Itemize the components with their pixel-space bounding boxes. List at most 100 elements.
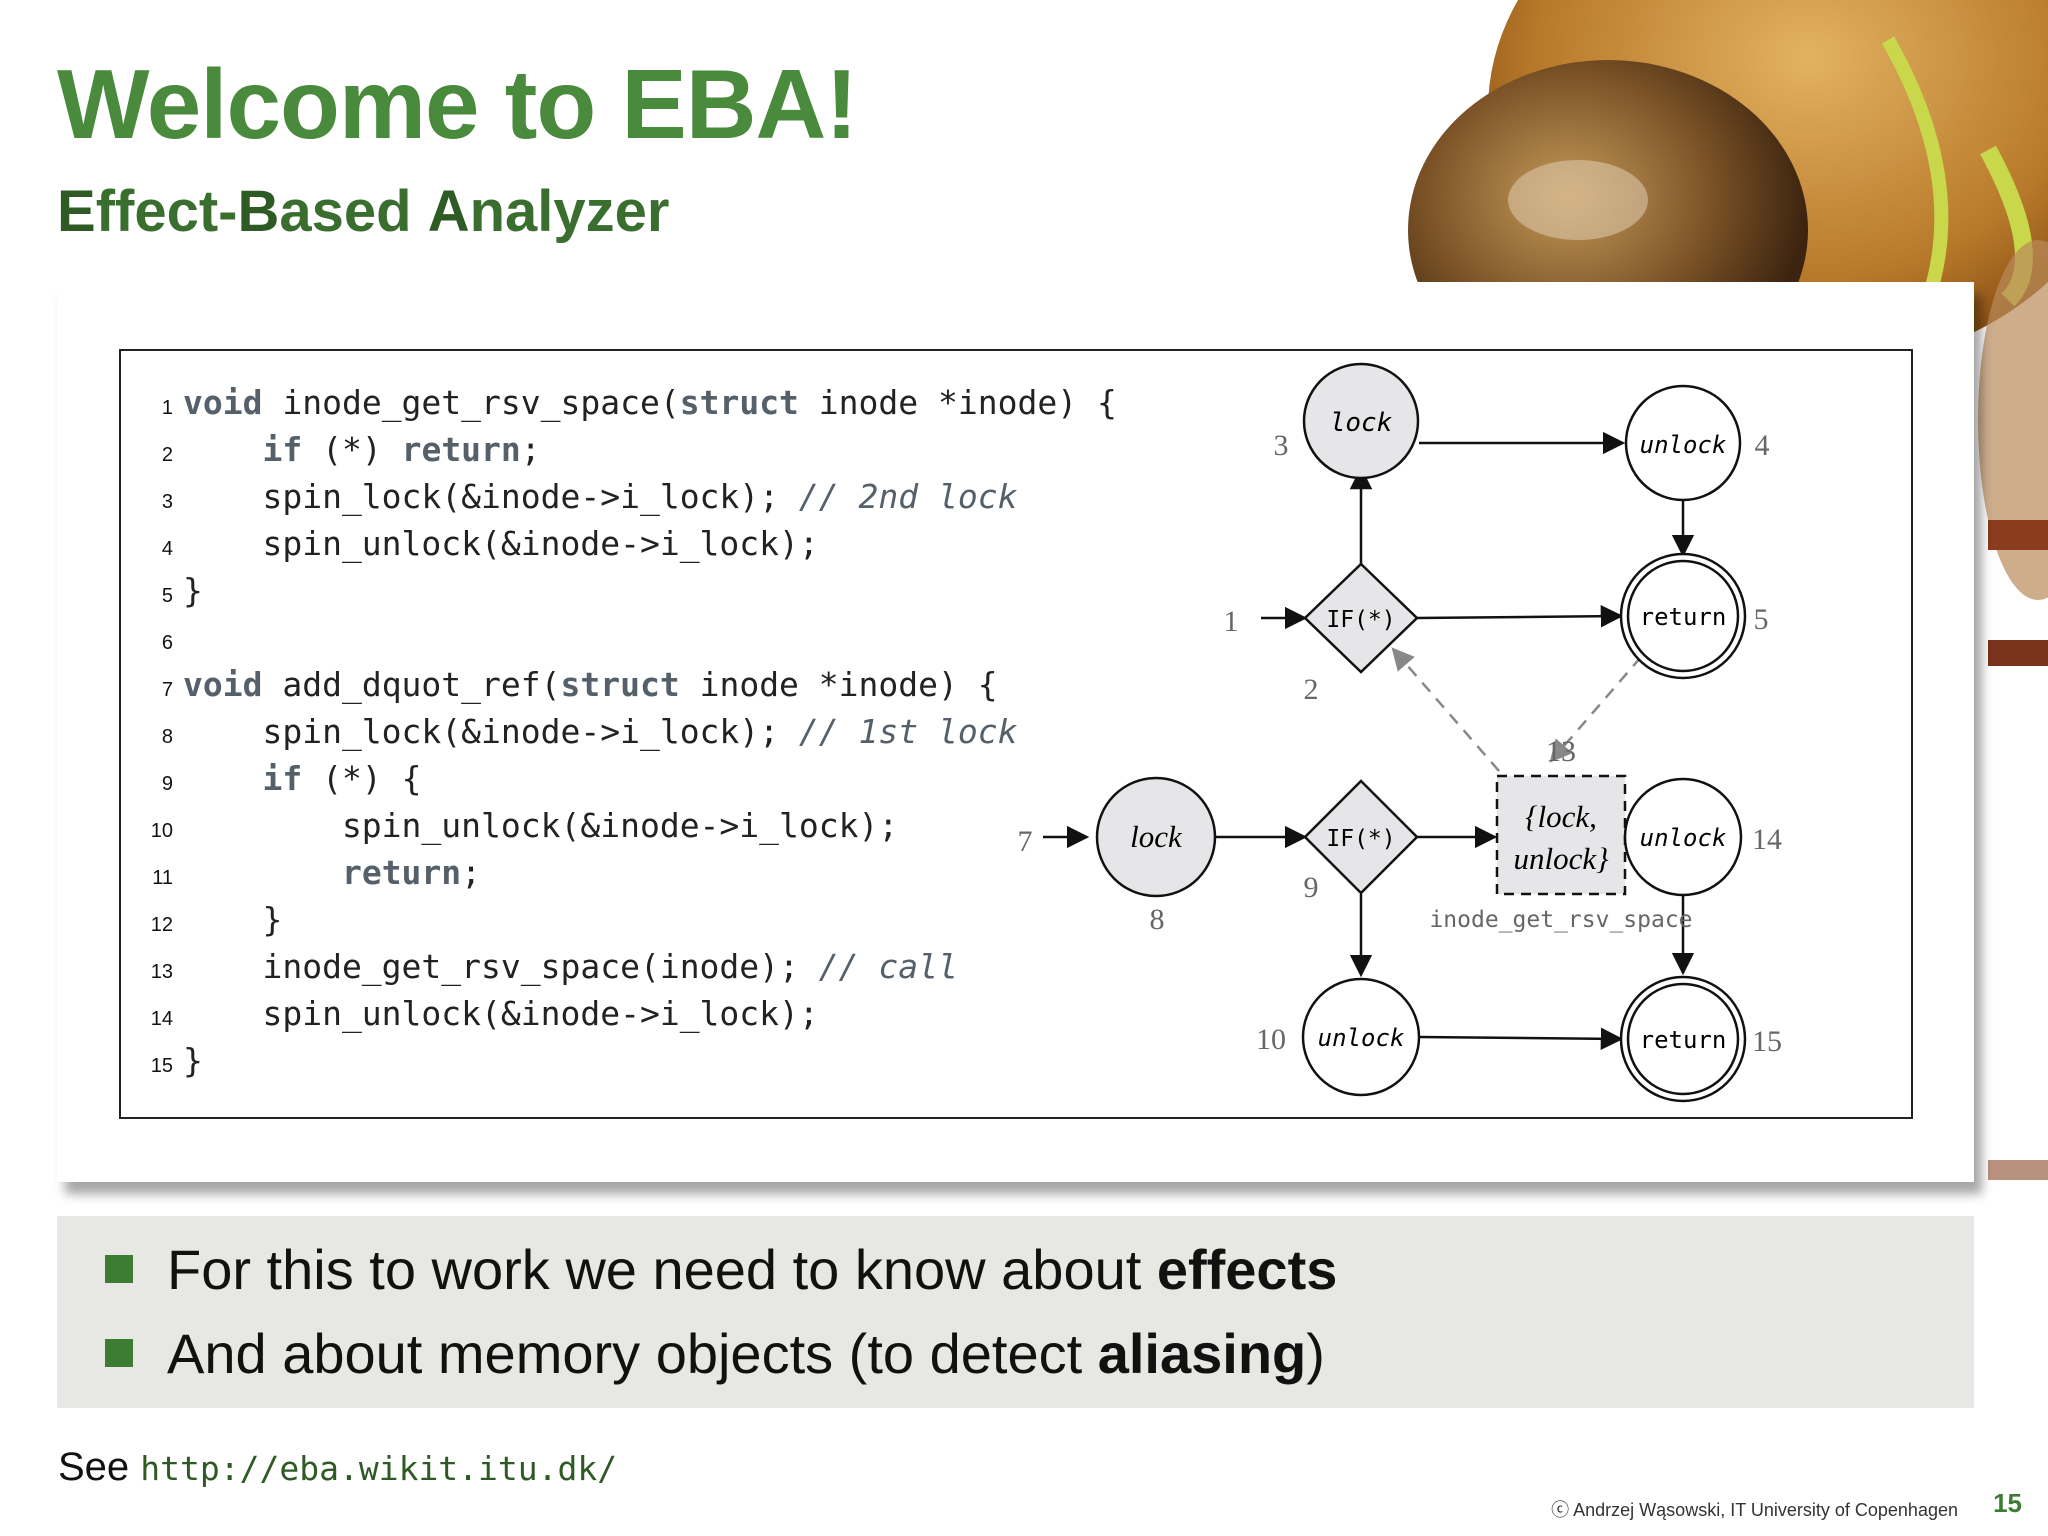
node-3-number: 3 <box>1274 429 1289 462</box>
node-9-label: IF(*) <box>1326 826 1395 852</box>
line-number: 3 <box>161 491 173 513</box>
node-15-inner-ring <box>1626 982 1740 1096</box>
code-keyword: struct <box>560 665 680 704</box>
code-text: inode_get_rsv_space(inode); <box>183 947 819 986</box>
code-text: spin_lock(&inode->i_lock); <box>183 477 799 516</box>
code-text: ; <box>520 430 541 469</box>
edge-2-5 <box>1416 604 1624 628</box>
subtitle-letter-e: E <box>57 179 96 244</box>
node-15-number: 15 <box>1752 1025 1782 1058</box>
bullet-1-text: For this to work we need to know about <box>167 1237 1157 1301</box>
subtitle-letter-b: B <box>237 179 280 244</box>
line-number: 10 <box>150 820 173 842</box>
node-5-return <box>1619 552 1747 680</box>
code-text: inode *inode) { <box>679 665 998 704</box>
node-8-lock <box>1095 776 1217 898</box>
see-reference: See http://eba.wikit.itu.dk/ <box>58 1445 617 1490</box>
code-line: 2 if (*) return; <box>149 426 1117 473</box>
node-8-label: lock <box>1130 819 1183 854</box>
node-3-lock <box>1302 362 1420 480</box>
code-keyword: if <box>262 430 303 469</box>
bullet-text-1: For this to work we need to know about e… <box>167 1237 1337 1302</box>
bullet-text-2: And about memory objects (to detect alia… <box>167 1321 1325 1386</box>
code-keyword: return <box>401 430 521 469</box>
node-3-label: lock <box>1330 408 1393 438</box>
square-bullet-icon <box>105 1255 133 1283</box>
code-line: 9 if (*) { <box>149 755 1117 802</box>
node-14-unlock <box>1623 777 1743 897</box>
line-number: 12 <box>150 914 173 936</box>
node-15-return <box>1619 975 1747 1103</box>
line-number: 8 <box>161 726 173 748</box>
page-number: 15 <box>1993 1488 2022 1518</box>
code-text: spin_unlock(&inode->i_lock); <box>183 806 899 845</box>
node-13-label-line1: {lock, <box>1525 799 1597 834</box>
code-keyword: void <box>183 383 263 422</box>
edge-10-15 <box>1418 1027 1624 1051</box>
line-number: 2 <box>161 444 173 466</box>
node-14-number: 14 <box>1752 823 1782 856</box>
code-line: 4 spin_unlock(&inode->i_lock); <box>149 520 1117 567</box>
node-13-caption: inode_get_rsv_space <box>1429 907 1692 933</box>
line-number: 14 <box>150 1008 173 1030</box>
node-2-number: 2 <box>1304 673 1319 706</box>
code-keyword: return <box>341 853 462 892</box>
node-10-label: unlock <box>1318 1024 1405 1052</box>
subtitle-part-ased: ased <box>279 179 428 244</box>
line-number: 6 <box>161 632 173 654</box>
code-comment: // 2nd lock <box>798 477 1018 516</box>
bullet-item-aliasing: And about memory objects (to detect alia… <box>105 1318 1325 1388</box>
node-2-label: IF(*) <box>1326 607 1395 633</box>
bullet-2-after: ) <box>1306 1321 1325 1385</box>
node-13-effect-box <box>1495 774 1627 896</box>
node-10-unlock <box>1301 977 1421 1097</box>
code-listing: 1 void inode_get_rsv_space(struct inode *… <box>149 379 1117 1084</box>
line-number: 1 <box>161 397 173 419</box>
control-flow-graph: lock 3 unlock 4 IF(*) 2 1 return 5 lock … <box>1018 362 1782 1103</box>
bullet-list: For this to work we need to know about e… <box>57 1216 1974 1408</box>
code-line: 12 } <box>149 896 1117 943</box>
node-9-if <box>1303 779 1419 895</box>
bullet-2-bold: aliasing <box>1097 1321 1307 1385</box>
line-number: 13 <box>150 961 173 983</box>
code-text: (*) { <box>302 759 422 798</box>
node-4-label: unlock <box>1640 431 1727 459</box>
bullet-2-text: And about memory objects (to detect <box>167 1321 1098 1385</box>
line-number: 5 <box>161 585 173 607</box>
figure-panel: 1 void inode_get_rsv_space(struct inode *… <box>57 282 1974 1182</box>
node-13-number: 13 <box>1546 735 1576 768</box>
node-2-if <box>1303 562 1419 674</box>
code-line: 8 spin_lock(&inode->i_lock); // 1st lock <box>149 708 1117 755</box>
code-text: } <box>183 1041 203 1080</box>
code-text: add_dquot_ref( <box>262 665 561 704</box>
code-line: 6 <box>149 614 1117 661</box>
node-15-label: return <box>1640 1026 1727 1054</box>
node-5-number: 5 <box>1754 603 1769 636</box>
node-14-label: unlock <box>1640 824 1727 852</box>
code-comment: // call <box>818 947 958 986</box>
code-line: 3 spin_lock(&inode->i_lock); // 2nd lock <box>149 473 1117 520</box>
code-keyword: void <box>183 665 263 704</box>
edge-5-13-dashed <box>1549 656 1642 763</box>
line-number: 7 <box>161 679 173 701</box>
bullet-1-bold: effects <box>1156 1237 1338 1301</box>
code-text: inode *inode) { <box>798 383 1117 422</box>
line-number: 15 <box>150 1055 173 1077</box>
code-line: 5} <box>149 567 1117 614</box>
code-line: 13 inode_get_rsv_space(inode); // call <box>149 943 1117 990</box>
node-8-number: 8 <box>1150 903 1165 936</box>
code-text: } <box>183 900 283 939</box>
line-number: 4 <box>161 538 173 560</box>
entry-7-number: 7 <box>1018 825 1033 858</box>
node-10-number: 10 <box>1256 1023 1286 1056</box>
code-text: } <box>183 571 203 610</box>
eba-wiki-link[interactable]: http://eba.wikit.itu.dk/ <box>140 1449 618 1488</box>
code-text: inode_get_rsv_space( <box>262 383 680 422</box>
node-9-number: 9 <box>1304 871 1319 904</box>
footer-credit: ⓒ Andrzej Wąsowski, IT University of Cop… <box>1551 1500 1958 1520</box>
code-line: 11 return; <box>149 849 1117 896</box>
subtitle-part-nalyzer: nalyzer <box>469 179 670 244</box>
node-5-inner-ring <box>1626 559 1740 673</box>
node-4-unlock <box>1624 384 1742 502</box>
